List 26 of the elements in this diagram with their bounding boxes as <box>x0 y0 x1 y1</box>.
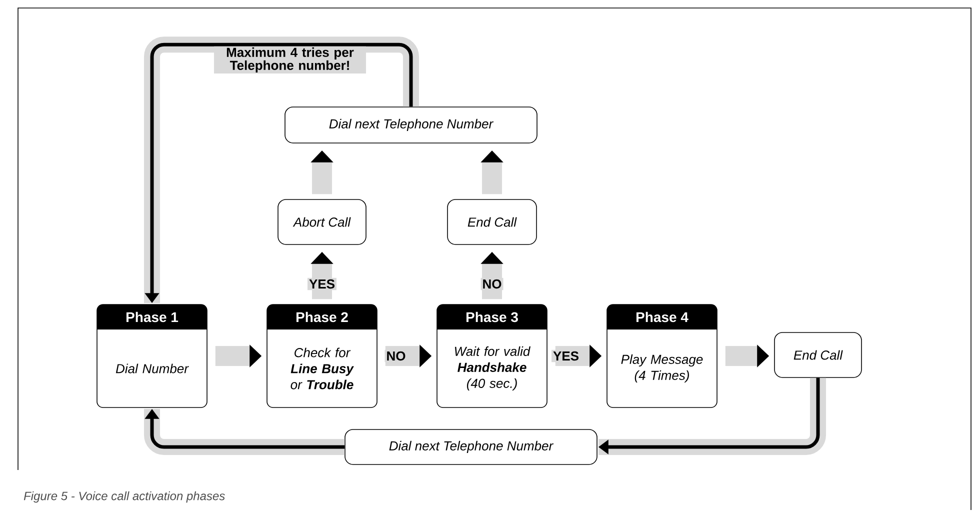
phase-box <box>96 304 208 408</box>
phase-box <box>606 304 718 408</box>
process-box: End Call <box>447 199 537 245</box>
loop-arrow <box>144 36 419 304</box>
process-box: Abort Call <box>278 199 366 245</box>
process-box: Dial next Telephone Number <box>344 429 598 465</box>
phase-box <box>436 304 548 408</box>
edge-label: NO <box>480 278 504 290</box>
phase-header: Phase 3 <box>437 304 547 330</box>
phase-header: Phase 1 <box>97 304 207 330</box>
edge-label: NO <box>384 350 408 362</box>
phase-text: Check for Line Busy or Trouble <box>290 348 354 390</box>
phase-text: Play Message (4 Times) <box>621 354 703 383</box>
phase-header: Phase 2 <box>267 304 377 330</box>
process-box: End Call <box>774 332 862 378</box>
caption: Figure 5 - Voice call activation phases <box>24 491 225 503</box>
phase-header: Phase 4 <box>607 304 717 330</box>
process-box: Dial next Telephone Number <box>284 106 538 144</box>
phase-text: Dial Number <box>116 364 189 374</box>
edge-label: Maximum 4 tries per Telephone number! <box>214 46 366 74</box>
loop-arrow <box>598 378 826 455</box>
loop-arrow <box>144 408 345 455</box>
phase-box <box>266 304 378 408</box>
edge-label: YES <box>308 278 337 290</box>
edge-label: YES <box>552 350 580 362</box>
phase-text: Wait for valid Handshake (40 sec.) <box>454 346 530 391</box>
